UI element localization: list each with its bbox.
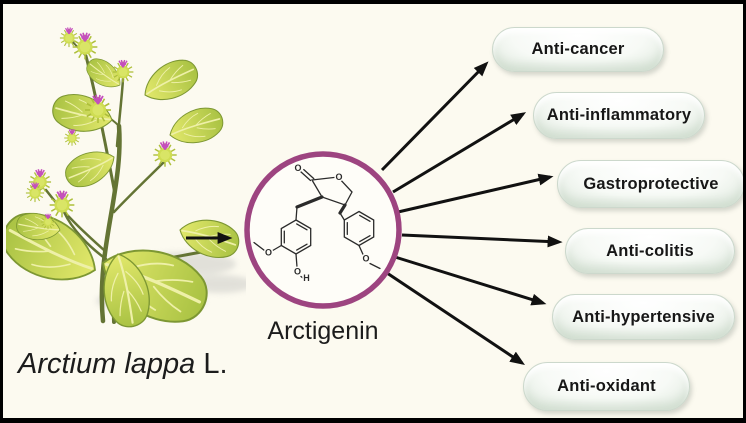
species-authority: L. <box>195 348 228 380</box>
effect-pill-anti-hypertensive: Anti-hypertensive <box>552 294 735 340</box>
arrow-to-anti-hypertensive <box>394 255 547 306</box>
atom-label-ring-o: O <box>335 172 342 182</box>
atom-label-hydroxyl-o: O <box>294 267 301 277</box>
effect-label: Anti-colitis <box>606 241 694 260</box>
atom-label-hydroxyl-h: H <box>303 273 310 283</box>
burdock-plant-illustration <box>6 26 246 336</box>
effect-pill-anti-oxidant: Anti-oxidant <box>523 362 690 411</box>
effect-label: Anti-inflammatory <box>546 106 692 124</box>
arrow-to-anti-colitis <box>401 233 563 248</box>
effect-pill-gastroprotective: Gastroprotective <box>557 160 743 208</box>
species-name: Arctium lappa <box>18 348 196 380</box>
compound-name-label: Arctigenin <box>267 317 379 345</box>
lactone-ring <box>299 168 353 206</box>
arrow-to-anti-inflammatory <box>392 112 527 194</box>
effect-pill-anti-colitis: Anti-colitis <box>565 228 735 274</box>
arrow-to-anti-cancer <box>380 61 489 172</box>
compound-circle: O O O O H O <box>243 150 403 310</box>
atom-label-right-methoxy-o: O <box>362 254 369 264</box>
species-caption: Arctium lappa L. <box>18 348 228 381</box>
effect-label: Anti-cancer <box>531 40 625 58</box>
arrow-layer <box>186 61 563 365</box>
effect-label: Anti-hypertensive <box>572 307 715 326</box>
arctigenin-structure: O O O O H O <box>244 151 402 309</box>
left-aryl-group <box>253 195 324 280</box>
arrow-to-anti-oxidant <box>386 271 525 365</box>
compound-circle-ring <box>244 151 402 309</box>
right-aryl-group <box>338 203 381 270</box>
arrow-to-gastroprotective <box>397 173 554 214</box>
effect-pill-anti-inflammatory: Anti-inflammatory <box>533 92 705 139</box>
effect-label: Gastroprotective <box>583 174 719 193</box>
atom-label-left-methoxy-o: O <box>265 248 272 258</box>
effect-label: Anti-oxidant <box>557 377 656 395</box>
atom-label-carbonyl-o: O <box>294 163 301 173</box>
effect-pill-anti-cancer: Anti-cancer <box>492 27 664 72</box>
